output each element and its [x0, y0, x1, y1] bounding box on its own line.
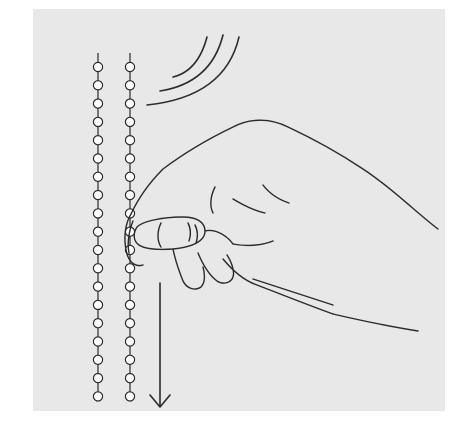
- chain-bead: [125, 282, 134, 291]
- chain-bead: [125, 337, 134, 346]
- chain-bead: [125, 264, 134, 273]
- bead-chain-icon: [93, 53, 134, 401]
- chain-bead: [125, 136, 134, 145]
- chain-bead: [125, 117, 134, 126]
- chain-bead: [125, 99, 134, 108]
- chain-bead: [93, 154, 102, 163]
- sound-waves-icon: [147, 35, 239, 105]
- chain-bead: [93, 99, 102, 108]
- chain-bead: [93, 282, 102, 291]
- chain-bead: [125, 191, 134, 200]
- chain-bead: [125, 355, 134, 364]
- chain-bead: [125, 172, 134, 181]
- chain-bead: [93, 136, 102, 145]
- chain-bead: [93, 319, 102, 328]
- chain-bead: [93, 392, 102, 401]
- chain-bead: [93, 117, 102, 126]
- chain-bead: [125, 62, 134, 71]
- chain-bead: [125, 392, 134, 401]
- chain-bead: [93, 374, 102, 383]
- down-arrow-icon: [150, 283, 170, 407]
- chain-bead: [93, 81, 102, 90]
- chain-bead: [125, 319, 134, 328]
- chain-bead: [125, 300, 134, 309]
- chain-bead: [125, 374, 134, 383]
- chain-bead: [125, 81, 134, 90]
- chain-bead: [93, 191, 102, 200]
- chain-bead: [93, 245, 102, 254]
- chain-bead: [93, 264, 102, 273]
- chain-bead: [93, 172, 102, 181]
- hand-icon: [125, 120, 438, 331]
- chain-bead: [93, 209, 102, 218]
- chain-bead: [93, 300, 102, 309]
- chain-bead: [125, 154, 134, 163]
- illustration-panel: [33, 9, 445, 411]
- chain-bead: [93, 62, 102, 71]
- chain-bead: [93, 337, 102, 346]
- chain-bead: [93, 355, 102, 364]
- chain-bead: [93, 227, 102, 236]
- pull-chain-illustration: [33, 9, 445, 411]
